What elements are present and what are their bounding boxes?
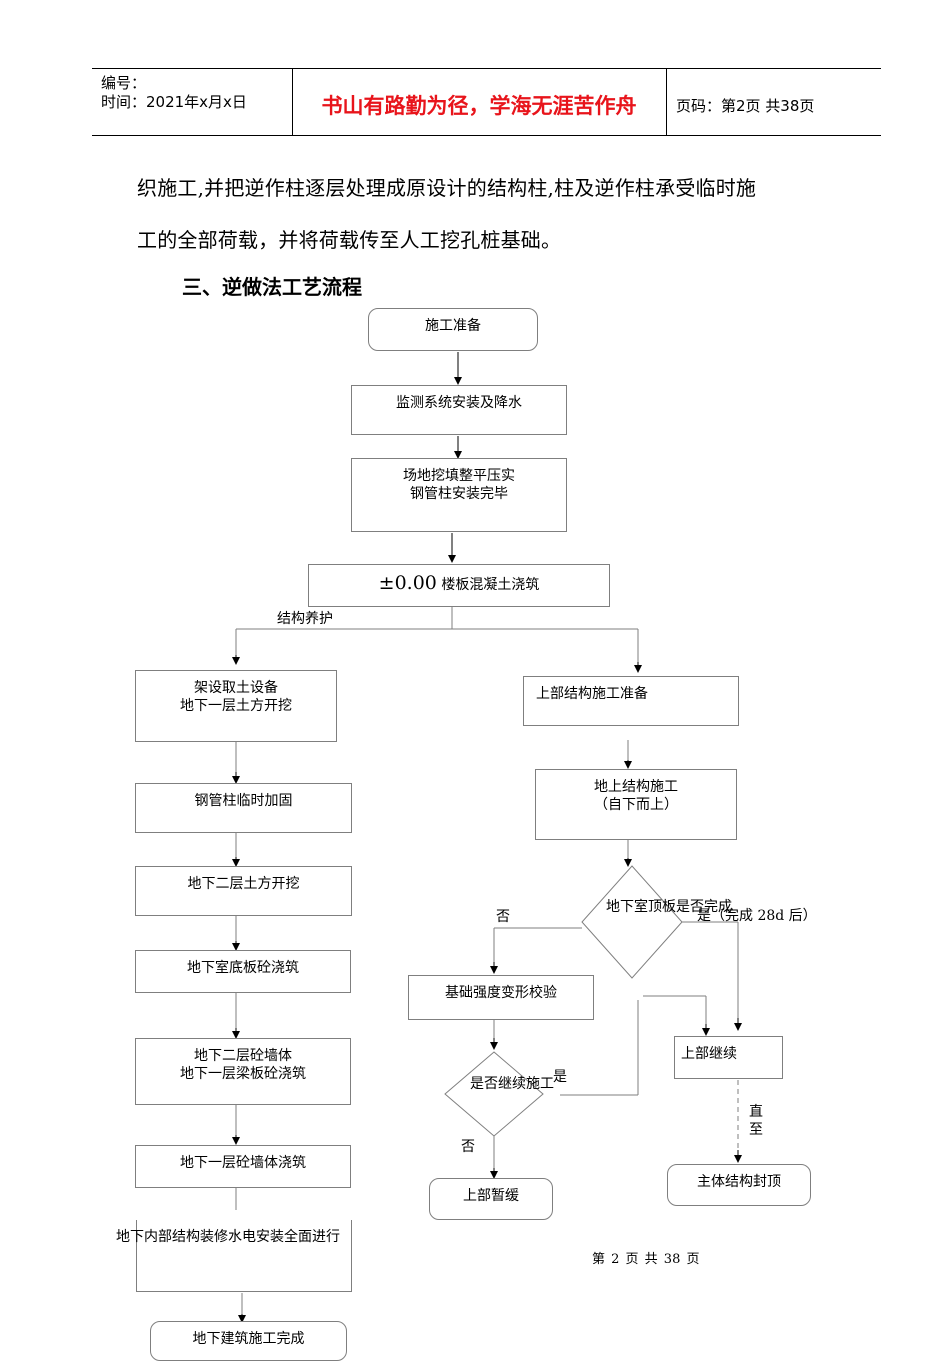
flow-label-until-2: 至 [749,1122,763,1138]
header-divider-left [292,68,293,136]
page-footer: 第 2 页 共 38 页 [592,1252,700,1267]
flow-left-excavation-b2: 地下二层土方开挖 [135,866,352,916]
flow-label-no-1: 否 [496,909,510,925]
header-top-rule [92,68,881,69]
flow-left-column-reinforce: 钢管柱临时加固 [135,783,352,833]
flow-left-base-slab: 地下室底板砼浇筑 [135,950,351,993]
flow-right-above-ground: 地上结构施工（自下而上） [535,769,737,840]
flow-upper-continue: 上部继续 [674,1036,783,1079]
header-bottom-rule [92,135,881,136]
flow-right-upper-prep: 上部结构施工准备 [523,676,739,726]
header-page-label: 页码：第2页 共38页 [676,97,815,115]
flow-left-b1-walls: 地下一层砼墙体浇筑 [135,1145,351,1188]
flow-label-yes-28d: 是（完成 28d 后） [697,908,817,924]
header-divider-right [666,68,667,136]
flow-label-until-1: 直 [749,1104,763,1120]
body-paragraph-line-2: 工的全部荷载，并将荷载传至人工挖孔桩基础。 [137,228,562,252]
flow-left-complete: 地下建筑施工完成 [150,1321,347,1361]
header-time-label: 时间：2021年x月x日 [101,93,247,111]
section-heading: 三、逆做法工艺流程 [182,275,362,299]
flow-left-excavation-b1: 架设取土设备地下一层土方开挖 [135,670,337,742]
header-number-label: 编号： [101,74,147,92]
flow-decision-roof-slab: 地下室顶板是否完成 [606,899,732,915]
flow-slab-pour: ±0.00 楼板混凝土浇筑 [308,564,610,607]
flow-label-yes-2: 是 [553,1069,567,1085]
flow-upper-pause: 上部暂缓 [429,1178,553,1220]
body-paragraph-line-1: 织施工,并把逆作柱逐层处理成原设计的结构柱,柱及逆作柱承受临时施 [137,176,757,200]
flow-start-prep: 施工准备 [368,308,538,351]
flow-foundation-check: 基础强度变形校验 [408,975,594,1020]
flow-left-interior-works-text: 地下内部结构装修水电安装全面进行 [116,1229,340,1245]
flow-left-walls-beams: 地下二层砼墙体地下一层梁板砼浇筑 [135,1038,351,1105]
flow-left-interior-works [136,1220,352,1292]
flow-monitoring-dewatering: 监测系统安装及降水 [351,385,567,435]
flow-label-no-2: 否 [461,1139,475,1155]
header-motto: 书山有路勤为径，学海无涯苦作舟 [321,94,637,118]
flow-site-leveling: 场地挖填整平压实钢管柱安装完毕 [351,458,567,532]
flow-decision-continue: 是否继续施工 [470,1076,554,1092]
flow-label-curing: 结构养护 [277,611,333,627]
flow-structure-topping: 主体结构封顶 [667,1164,811,1206]
